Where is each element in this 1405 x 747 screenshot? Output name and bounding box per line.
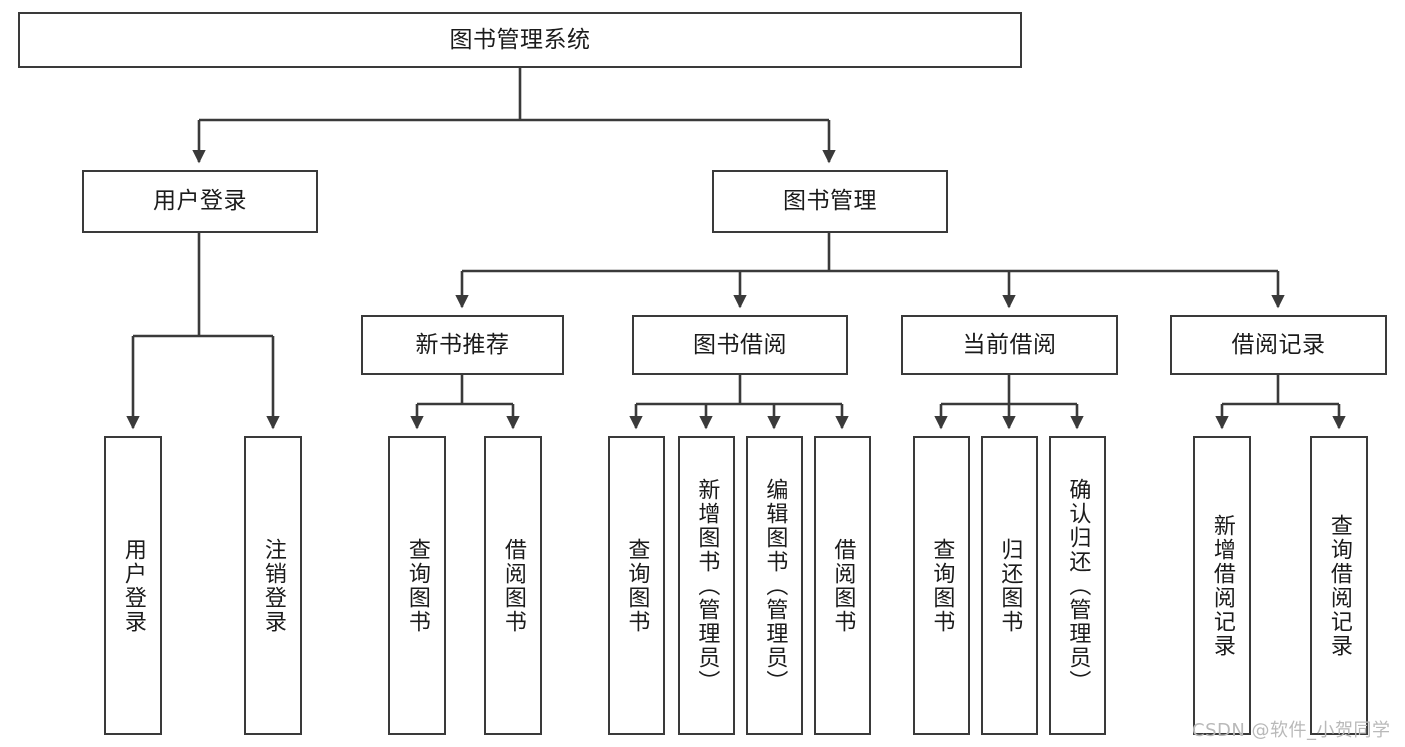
leaf-current-borrow-confirm-admin-label: 确认归还（管理员） <box>1065 477 1091 694</box>
leaf-book-borrow-edit-admin[interactable]: 编辑图书（管理员） <box>746 436 803 735</box>
leaf-current-borrow-return-label: 归还图书 <box>997 537 1023 634</box>
leaf-book-borrow-borrow[interactable]: 借阅图书 <box>814 436 871 735</box>
leaf-book-borrow-add-admin-label: 新增图书（管理员） <box>694 477 720 694</box>
leaf-user-login-logout[interactable]: 注销登录 <box>244 436 302 735</box>
leaf-new-book-query[interactable]: 查询图书 <box>388 436 446 735</box>
leaf-borrow-record-add-label: 新增借阅记录 <box>1209 513 1235 658</box>
leaf-book-borrow-add-admin[interactable]: 新增图书（管理员） <box>678 436 735 735</box>
leaf-current-borrow-query[interactable]: 查询图书 <box>913 436 970 735</box>
node-borrow-record[interactable]: 借阅记录 <box>1170 315 1387 375</box>
leaf-book-borrow-borrow-label: 借阅图书 <box>830 537 856 634</box>
node-book-borrow[interactable]: 图书借阅 <box>632 315 848 375</box>
node-user-login[interactable]: 用户登录 <box>82 170 318 233</box>
node-borrow-record-label: 借阅记录 <box>1231 331 1326 358</box>
node-new-book-recommendation[interactable]: 新书推荐 <box>361 315 564 375</box>
node-book-management-label: 图书管理 <box>783 188 877 215</box>
node-new-book-recommendation-label: 新书推荐 <box>415 331 510 358</box>
leaf-book-borrow-query-label: 查询图书 <box>624 537 650 634</box>
leaf-new-book-query-label: 查询图书 <box>404 537 430 634</box>
csdn-watermark: CSDN @软件_小贺同学 <box>1192 720 1391 741</box>
leaf-book-borrow-query[interactable]: 查询图书 <box>608 436 665 735</box>
node-root-label: 图书管理系统 <box>449 26 591 53</box>
leaf-user-login-login[interactable]: 用户登录 <box>104 436 162 735</box>
leaf-new-book-borrow[interactable]: 借阅图书 <box>484 436 542 735</box>
leaf-user-login-logout-label: 注销登录 <box>260 537 286 634</box>
leaf-borrow-record-query[interactable]: 查询借阅记录 <box>1310 436 1368 735</box>
node-current-borrow[interactable]: 当前借阅 <box>901 315 1118 375</box>
leaf-current-borrow-return[interactable]: 归还图书 <box>981 436 1038 735</box>
leaf-current-borrow-query-label: 查询图书 <box>929 537 955 634</box>
node-book-borrow-label: 图书借阅 <box>693 331 787 358</box>
node-current-borrow-label: 当前借阅 <box>962 331 1057 358</box>
node-book-management[interactable]: 图书管理 <box>712 170 948 233</box>
leaf-borrow-record-add[interactable]: 新增借阅记录 <box>1193 436 1251 735</box>
leaf-current-borrow-confirm-admin[interactable]: 确认归还（管理员） <box>1049 436 1106 735</box>
leaf-borrow-record-query-label: 查询借阅记录 <box>1326 513 1352 658</box>
node-user-login-label: 用户登录 <box>153 188 247 215</box>
leaf-new-book-borrow-label: 借阅图书 <box>500 537 526 634</box>
leaf-user-login-login-label: 用户登录 <box>120 537 146 634</box>
leaf-book-borrow-edit-admin-label: 编辑图书（管理员） <box>762 477 788 694</box>
node-root-book-management-system[interactable]: 图书管理系统 <box>18 12 1022 68</box>
